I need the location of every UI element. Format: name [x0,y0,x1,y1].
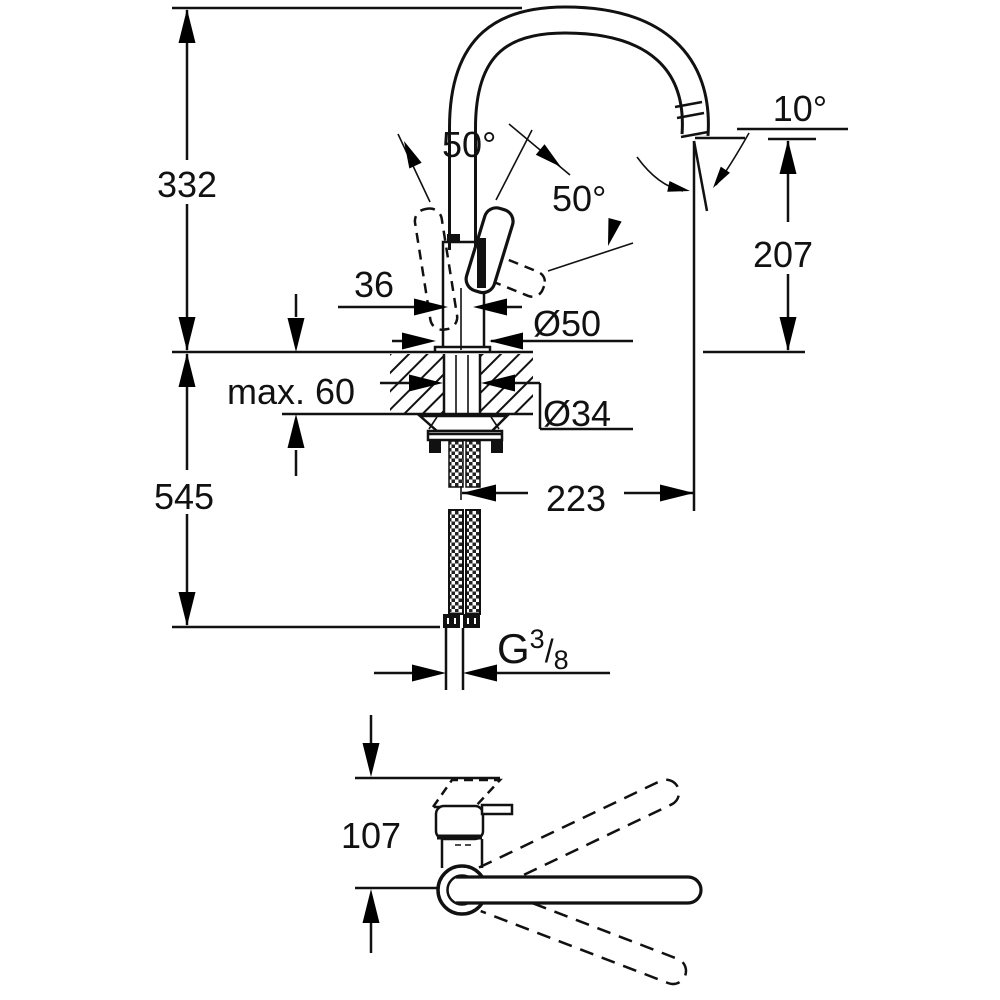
aerator-band-1 [676,111,705,120]
dim-223-label: 223 [546,478,606,519]
threaded-stud-right [465,440,481,488]
cone-arm-right [490,416,500,430]
angle-50-side-leader [547,242,634,272]
angle-50-front-extension [508,123,571,176]
dim-36-label: 36 [354,264,394,305]
dim-max60-label: max. 60 [227,371,355,412]
cartridge-stem [447,234,460,243]
dim-dia34-leader [380,381,633,431]
mounting-washer [426,429,504,442]
dim-207-label: 207 [753,234,813,275]
hose-fitting-right [463,614,480,628]
dim-332: 332 [157,9,217,351]
handle-dashed-top-view [430,778,503,809]
handle-lever-group [413,206,547,331]
faucet-body [433,234,492,416]
angle-10: 10° [636,88,827,197]
angle-50-front-leader-left [397,133,431,203]
braided-hose-right [465,509,481,615]
front-view: 332 545 max. 60 207 223 [154,5,848,690]
tip-angled-line [692,140,709,212]
angle-50-side: 50° [547,178,634,272]
spout-swivel-down [480,885,688,986]
reference-lines [172,6,848,629]
handle-grip-top-view [434,804,485,841]
hose-fitting-left [443,614,460,628]
base-flange [433,345,492,352]
threaded-stud-left [448,440,464,488]
dim-dia34: Ø34 [380,374,633,434]
top-view: 107 [341,715,703,986]
dim-dia50-label: Ø50 [533,303,601,344]
cone-arm-left [428,416,438,430]
angle-50-front-leader-right [495,129,533,201]
dim-max60: max. 60 [227,294,355,476]
angle-50-side-label: 50° [552,178,606,219]
dim-545-label: 545 [154,476,214,517]
spout-swivel-up [478,778,681,893]
handle-dashed-forward [413,207,459,331]
topview-handle [430,778,514,868]
dim-332-label: 332 [157,164,217,205]
dim-36: 36 [338,264,522,316]
topview-body-sides [440,839,484,868]
mounting-hardware [416,414,511,500]
spout-tip-cap [680,130,709,139]
angle-10-label: 10° [773,88,827,129]
fitting-slots [447,618,476,624]
thread-tailpiece [444,628,465,690]
handle-front-edge [477,238,486,288]
aerator-band-2 [674,100,703,109]
dim-223: 223 [462,478,694,519]
angle-50-front-label: 50° [442,124,496,165]
dim-dia50: Ø50 [392,303,633,350]
dim-545: 545 [154,353,214,626]
dim-107-label: 107 [341,815,401,856]
dim-107: 107 [341,715,401,953]
supply-hoses [443,509,481,690]
spout-top-view [456,875,703,905]
mounting-bolt-right [491,441,503,453]
handle-bar-top-view [480,803,514,816]
dim-thread: G3/8 [374,624,610,682]
body-outline [441,240,486,347]
angle-50-front: 50° [397,123,571,203]
spout-tube-inner [451,8,707,250]
dim-207: 207 [753,140,813,351]
thread-label: G3/8 [497,624,569,675]
mounting-bolt-left [429,441,441,453]
gooseneck-spout [448,5,710,250]
dim-dia34-label: Ø34 [543,393,611,434]
braided-hose-left [448,509,464,615]
